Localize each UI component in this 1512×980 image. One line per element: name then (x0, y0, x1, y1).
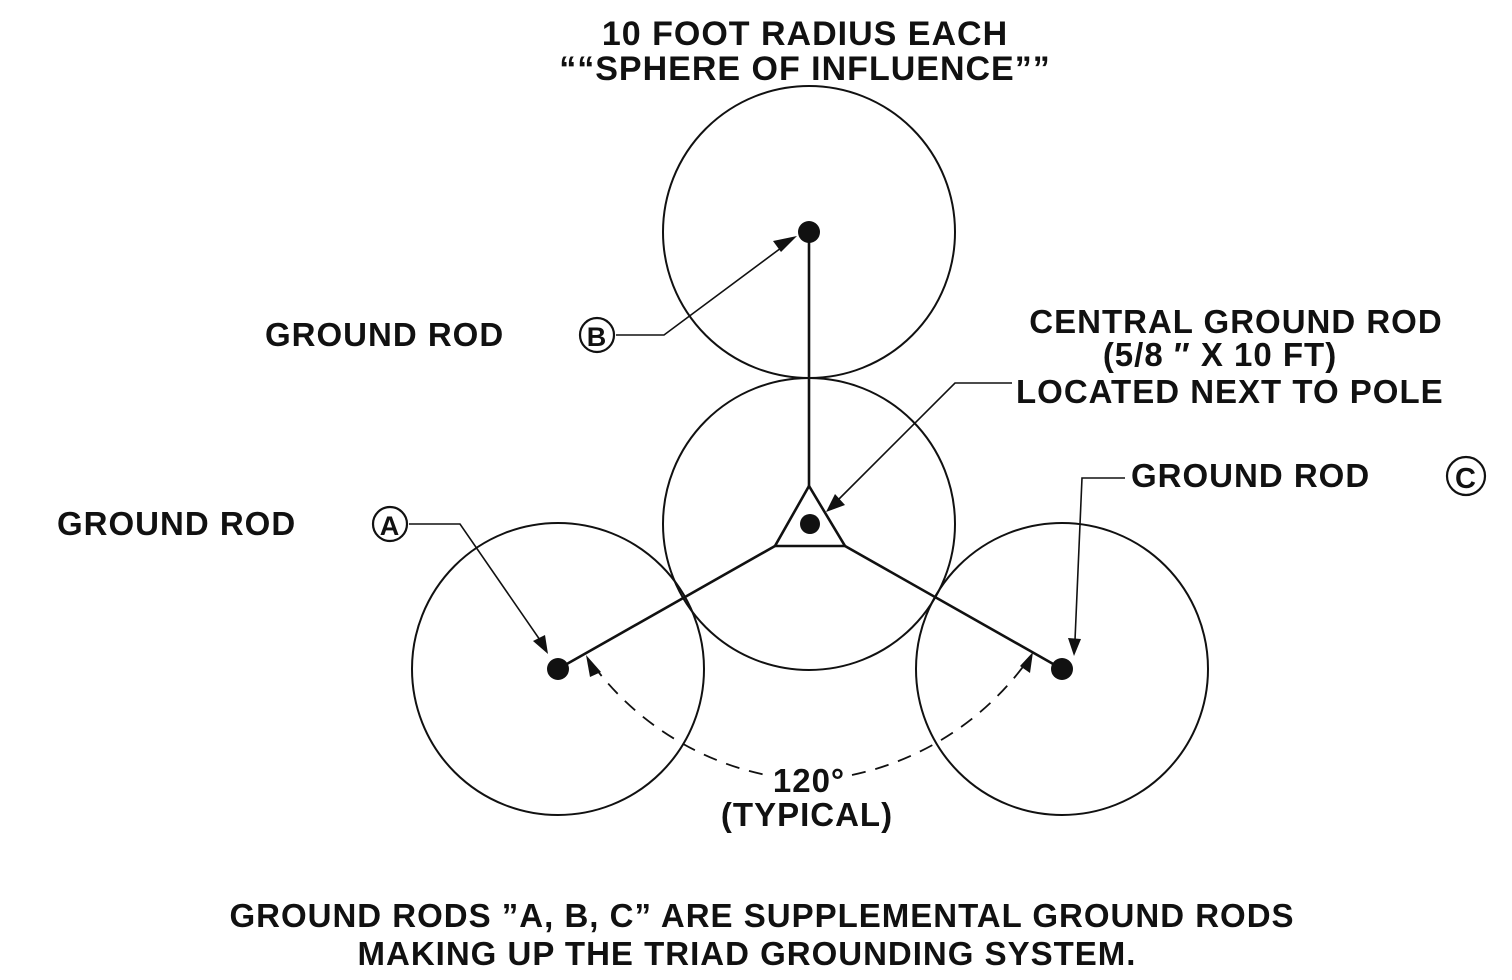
angle-arrowhead-right (1020, 652, 1033, 673)
ground-rod-a-leader (409, 523, 541, 641)
ground-rod-b-dot (798, 221, 820, 243)
conductor-to-rod-c (844, 544, 1063, 671)
angle-arc-left (592, 664, 767, 776)
central-rod-arrowhead (826, 494, 845, 512)
sphere-of-influence-c (915, 522, 1209, 816)
central-rod-line-1: CENTRAL GROUND ROD (1029, 303, 1442, 340)
ground-rod-c-dot (1051, 658, 1073, 680)
ground-rod-a-dot (547, 658, 569, 680)
title-line-1: 10 FOOT RADIUS EACH (602, 15, 1008, 53)
ground-rod-c-leader (1074, 477, 1125, 641)
ground-rod-c-letter: C (1455, 463, 1477, 495)
ground-rod-a-label: GROUND ROD (57, 505, 296, 542)
ground-rod-a-bubble (371, 505, 409, 543)
conductor-to-rod-a (557, 544, 776, 671)
ground-rod-b-letter: B (587, 322, 608, 352)
sphere-of-influence-a (411, 522, 705, 816)
angle-arc-right (851, 659, 1029, 776)
ground-rod-b-bubble (578, 316, 616, 354)
ground-rod-c-bubble (1445, 455, 1487, 497)
central-rod-leader (837, 382, 1012, 501)
central-rod-line-2: (5/8 ″ X 10 FT) (1103, 336, 1337, 373)
central-ground-rod-dot (800, 514, 820, 534)
angle-note: (TYPICAL) (721, 796, 893, 833)
ground-rod-b-leader (616, 244, 786, 336)
ground-rod-b-label: GROUND ROD (265, 316, 504, 353)
central-rod-line-3: LOCATED NEXT TO POLE (1016, 373, 1444, 410)
ground-rod-c-arrowhead (1068, 638, 1081, 656)
ground-rod-c-label: GROUND ROD (1131, 457, 1370, 494)
ground-rod-a-letter: A (380, 511, 401, 541)
angle-arrowhead-left (586, 655, 601, 677)
title-line-2: ““SPHERE OF INFLUENCE”” (559, 50, 1050, 88)
footer-line-2: MAKING UP THE TRIAD GROUNDING SYSTEM. (358, 935, 1137, 972)
footer-line-1: GROUND RODS ”A, B, C” ARE SUPPLEMENTAL G… (229, 897, 1294, 934)
angle-value: 120° (773, 762, 845, 799)
ground-rod-a-arrowhead (533, 635, 548, 654)
ground-rod-b-arrowhead (773, 236, 797, 252)
pole-triangle (772, 483, 848, 548)
